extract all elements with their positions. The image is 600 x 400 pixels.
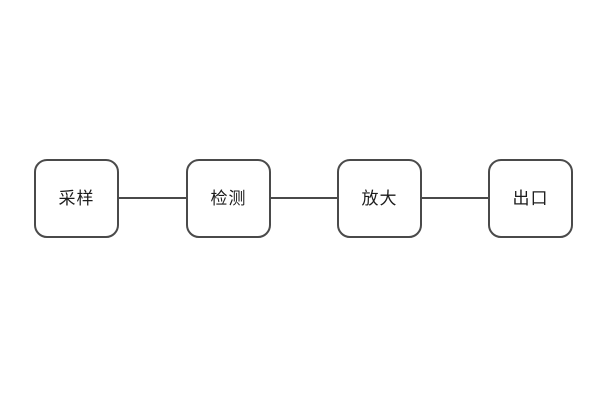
flow-node-detection: 检测 <box>186 159 271 238</box>
flow-node-outlet: 出口 <box>488 159 573 238</box>
connector-detection-to-amplification <box>271 197 337 199</box>
flow-node-sampling: 采样 <box>34 159 119 238</box>
connector-sampling-to-detection <box>119 197 186 199</box>
flow-node-sampling-label: 采样 <box>58 189 95 208</box>
flow-node-amplification: 放大 <box>337 159 422 238</box>
flow-node-amplification-label: 放大 <box>361 189 398 208</box>
flow-node-outlet-label: 出口 <box>512 189 549 208</box>
connector-amplification-to-outlet <box>422 197 488 199</box>
flow-node-detection-label: 检测 <box>210 189 247 208</box>
